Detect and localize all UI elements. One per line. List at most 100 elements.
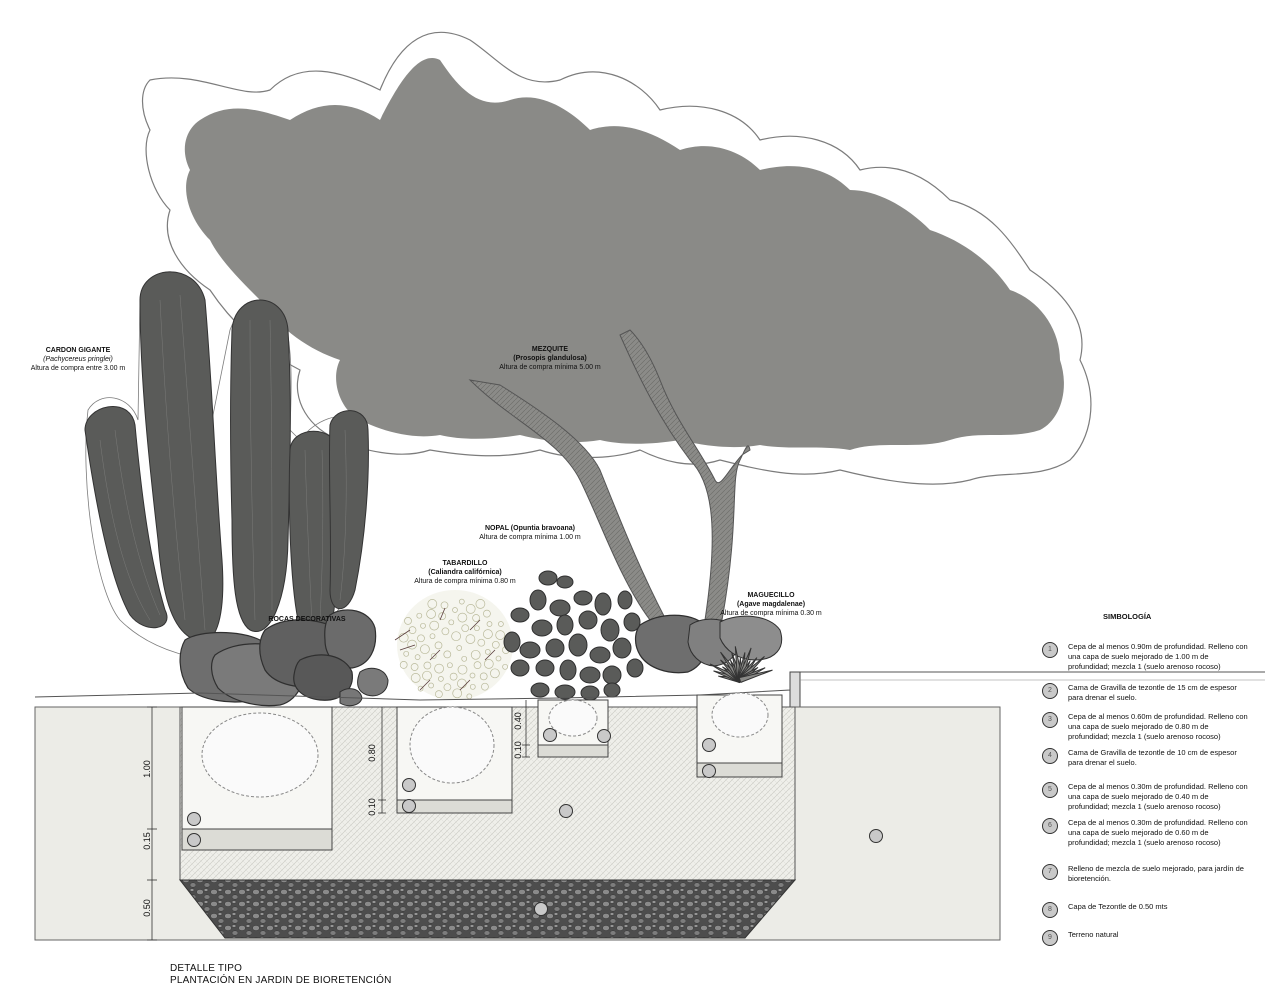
tabardillo-flower [449,672,458,681]
nopal-pad [589,646,611,664]
tabardillo-flower [465,604,476,614]
nopal-pad [623,612,641,632]
tabardillo-flower [484,649,491,655]
tabardillo-flower [479,672,488,681]
tabardillo-flower [407,639,417,650]
tabardillo-flower [417,634,425,643]
cactus-stem-5 [328,410,369,610]
legend-item-text: Cepa de al menos 0.90m de profundidad. R… [1068,642,1248,671]
legend-item-text: Capa de Tezontle de 0.50 mts [1068,902,1168,911]
cardon-scientific: (Pachycereus pringlei) [43,356,113,363]
tabardillo-flower [399,661,408,669]
maguecillo-label: MAGUECILLO (Agave magdalenae) Altura de … [715,591,827,618]
tabardillo-flower [457,612,468,623]
nopal-pad [602,665,622,685]
nopal-pad [612,637,632,659]
rocas-name: ROCAS DECORATIVAS [268,616,346,623]
dim-1-00: 1.00 [141,760,152,778]
mezquite-tree [141,31,1092,621]
tabardillo-flower [438,612,447,620]
tabardillo-flower [495,630,506,640]
nopal-pad [600,618,620,642]
tabardillo-flower [457,664,468,675]
mezquite-trunk-right [619,329,751,621]
tabardillo-flower [434,641,443,650]
tabardillo-flower [429,620,440,631]
nopal-pad [538,570,558,586]
planting-pits [181,692,783,851]
tabardillo-flower [477,638,486,647]
tabardillo-flower [404,617,412,625]
tabardillo-flower [452,688,463,699]
tabardillo-flower [456,645,463,651]
legend-item: 6 Cepa de al menos 0.30m de profundidad. … [1042,818,1262,848]
tabardillo-flower [490,668,500,679]
tabardillo-flower [435,690,443,698]
legend-item-number: 6 [1042,818,1058,834]
tabardillo-label: TABARDILLO (Caliandra califórnica) Altur… [405,559,525,586]
nopal-pad [556,614,574,636]
tabardillo-flower [434,663,444,674]
nopal-pad [531,619,553,637]
tabardillo-flower [410,663,419,671]
tabardillo-flower [429,633,436,640]
caption-line-1: DETALLE TIPO [170,963,243,974]
dim-0-50: 0.50 [141,899,152,917]
cardon-cactus [84,271,369,662]
nopal-pad [573,590,593,606]
cardon-name: CARDON GIGANTE [45,347,111,354]
legend-item-number: 8 [1042,902,1058,918]
legend-item-number: 4 [1042,748,1058,764]
nopal-pad [503,631,521,653]
nopal-pad [530,682,550,698]
tabardillo-flower [410,673,421,683]
legend-item-text: Cama de Gravilla de tezontle de 15 cm de… [1068,683,1237,702]
mezquite-height: Altura de compra mínima 5.00 m [499,364,601,371]
legend-item-number: 5 [1042,782,1058,798]
legend-title: SIMBOLOGÍA [1103,612,1152,621]
tabardillo-flower [430,653,437,659]
tabardillo-flower [448,619,455,626]
tabardillo-flower [474,625,480,632]
tabardillo-flower [452,607,458,613]
legend-item-text: Cepa de al menos 0.30m de profundidad. R… [1068,818,1248,847]
agave-leaf [738,669,773,684]
dim-0-40: 0.40 [512,712,523,730]
tabardillo-flower [403,650,410,657]
legend-item-text: Cepa de al menos 0.60m de profundidad. R… [1068,712,1248,741]
tabardillo-flower [426,609,436,619]
mezquite-name: MEZQUITE [531,346,569,353]
tabardillo-height: Altura de compra mínima 0.80 m [414,578,516,585]
legend-item-number: 2 [1042,683,1058,699]
cardon-height: Altura de compra entre 3.00 m [30,365,126,372]
nopal-pad [519,641,541,659]
tabardillo-flower [502,663,508,670]
nopal-label: NOPAL (Opuntia bravoana) Altura de compr… [470,524,590,542]
nopal-pad [556,575,574,589]
tabardillo-flower [398,632,409,643]
tabardillo-flower [491,640,500,649]
tabardillo-flower [483,609,491,618]
maguecillo-name: MAGUECILLO [747,592,795,599]
nopal-pad [554,684,576,700]
tabardillo-flower [414,654,421,660]
tabardillo-flower [469,683,476,690]
nopal-pad [535,659,555,677]
tabardillo-flower [451,631,461,642]
tabardillo-flower [465,634,476,644]
tabardillo-flower [447,662,453,669]
legend-item-text: Cama de Gravilla de tezontle de 10 cm de… [1068,748,1237,767]
decorative-rocks [179,609,782,707]
nopal-name: NOPAL (Opuntia bravoana) [485,525,575,532]
maguecillo-agave [709,646,773,684]
nopal-cactus [503,570,644,701]
nopal-pad [578,610,598,630]
caption-line-2: PLANTACIÓN EN JARDIN DE BIORETENCIÓN [170,975,392,986]
nopal-pad [549,599,571,617]
tabardillo-flower [470,649,481,660]
dim-0-10b: 0.10 [512,741,523,759]
legend-item-text: Relleno de mezcla de suelo mejorado, par… [1068,864,1244,883]
